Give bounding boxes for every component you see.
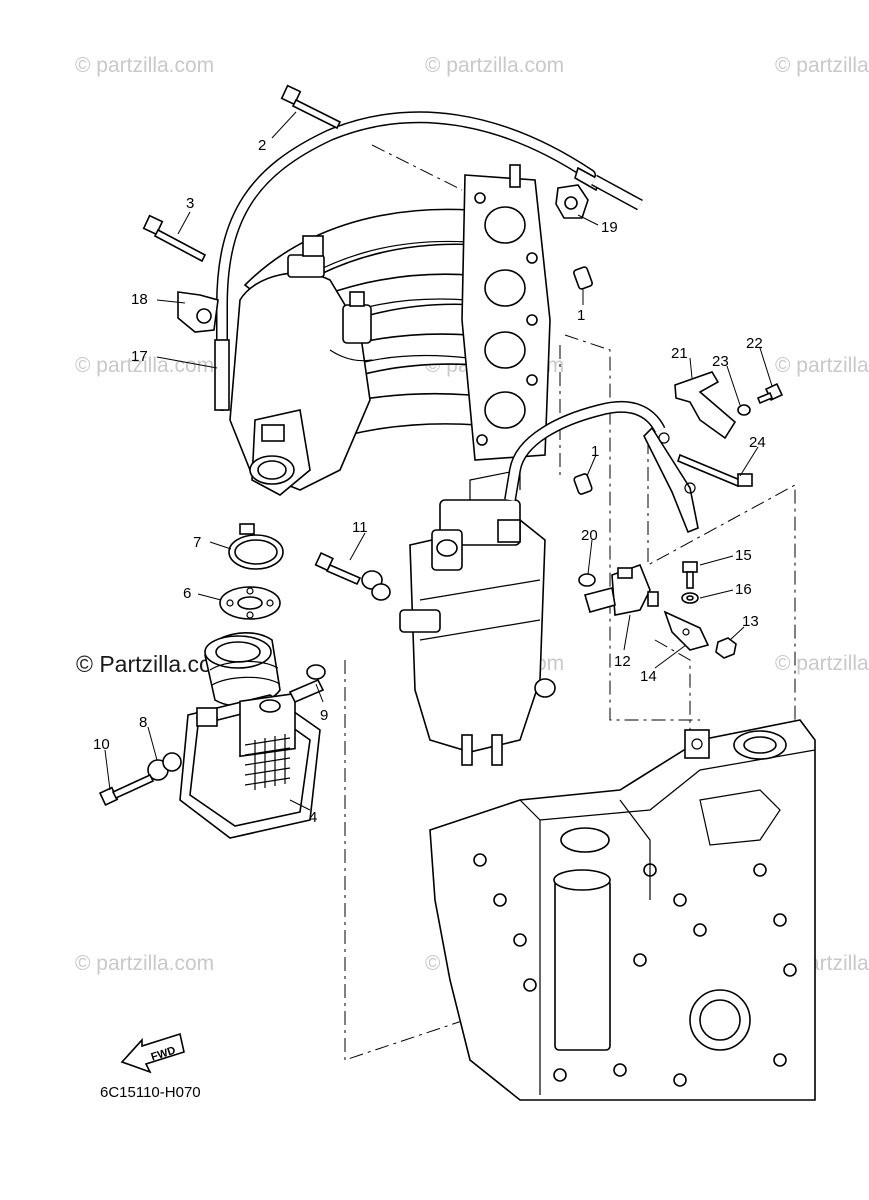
intake-manifold [229, 164, 551, 496]
callout-12[interactable]: 12 [614, 653, 631, 670]
watermark: © partzilla.com [75, 54, 214, 77]
cylinder-block [429, 719, 816, 1101]
callout-3[interactable]: 3 [186, 195, 194, 212]
callout-10[interactable]: 10 [93, 736, 110, 753]
callout-4[interactable]: 4 [309, 809, 317, 826]
gasket-6 [219, 586, 281, 620]
bolt-3 [142, 214, 207, 263]
washer-23 [737, 404, 751, 416]
callout-17[interactable]: 17 [131, 348, 148, 365]
dowel-pin-1 [573, 266, 593, 495]
callout-14[interactable]: 14 [640, 668, 657, 685]
callout-24[interactable]: 24 [749, 434, 766, 451]
nut-13 [715, 637, 737, 659]
bolt-10 [98, 773, 155, 806]
watermark: © partzilla.com [775, 354, 869, 377]
hose-clamp-7 [228, 523, 284, 570]
clip-20 [578, 573, 596, 587]
callout-9[interactable]: 9 [320, 707, 328, 724]
diagram-code: 6C15110-H070 [100, 1084, 201, 1101]
watermark: © partzilla.com [75, 354, 214, 377]
bracket-14 [663, 610, 710, 651]
callout-23[interactable]: 23 [712, 353, 729, 370]
vapor-separator [399, 400, 699, 766]
bolt-22 [756, 382, 784, 405]
intake-joint [204, 632, 281, 707]
washer-16 [681, 592, 699, 604]
callout-7[interactable]: 7 [193, 534, 201, 551]
callout-1[interactable]: 1 [577, 307, 585, 324]
fwd-arrow: FWD [120, 1032, 185, 1074]
callout-20[interactable]: 20 [581, 527, 598, 544]
silencer-4 [179, 692, 321, 839]
bolt-15 [682, 561, 698, 589]
callout-13[interactable]: 13 [742, 613, 759, 630]
bolt-2 [280, 84, 342, 130]
watermark: © partzilla.com [775, 652, 869, 675]
watermark: © partzilla.com [775, 54, 869, 77]
callout-15[interactable]: 15 [735, 547, 752, 564]
fuel-joint-12 [583, 563, 659, 616]
cable-tie-24 [677, 453, 753, 488]
watermark: © partzilla.com [75, 952, 214, 975]
callout-21[interactable]: 21 [671, 345, 688, 362]
callout-11[interactable]: 11 [352, 519, 368, 536]
callout-18[interactable]: 18 [131, 291, 148, 308]
callout-6[interactable]: 6 [183, 585, 191, 602]
bracket-21 [674, 371, 737, 440]
grommet-8 [147, 752, 182, 781]
collar-9 [288, 664, 326, 704]
bolt-11 [314, 551, 556, 698]
leader-lines [104, 111, 773, 811]
watermark: © partzilla.com [425, 54, 564, 77]
callout-1[interactable]: 1 [591, 443, 599, 460]
callout-2[interactable]: 2 [258, 137, 266, 154]
clamp-19 [555, 184, 589, 219]
callouts: 2 3 18 17 1 1 19 7 6 11 9 8 10 4 20 12 1… [93, 137, 766, 826]
callout-19[interactable]: 19 [601, 219, 618, 236]
fuel-hose-17 [214, 111, 643, 411]
clamp-18 [177, 291, 219, 333]
callout-8[interactable]: 8 [139, 714, 147, 731]
callout-22[interactable]: 22 [746, 335, 763, 352]
callout-16[interactable]: 16 [735, 581, 752, 598]
